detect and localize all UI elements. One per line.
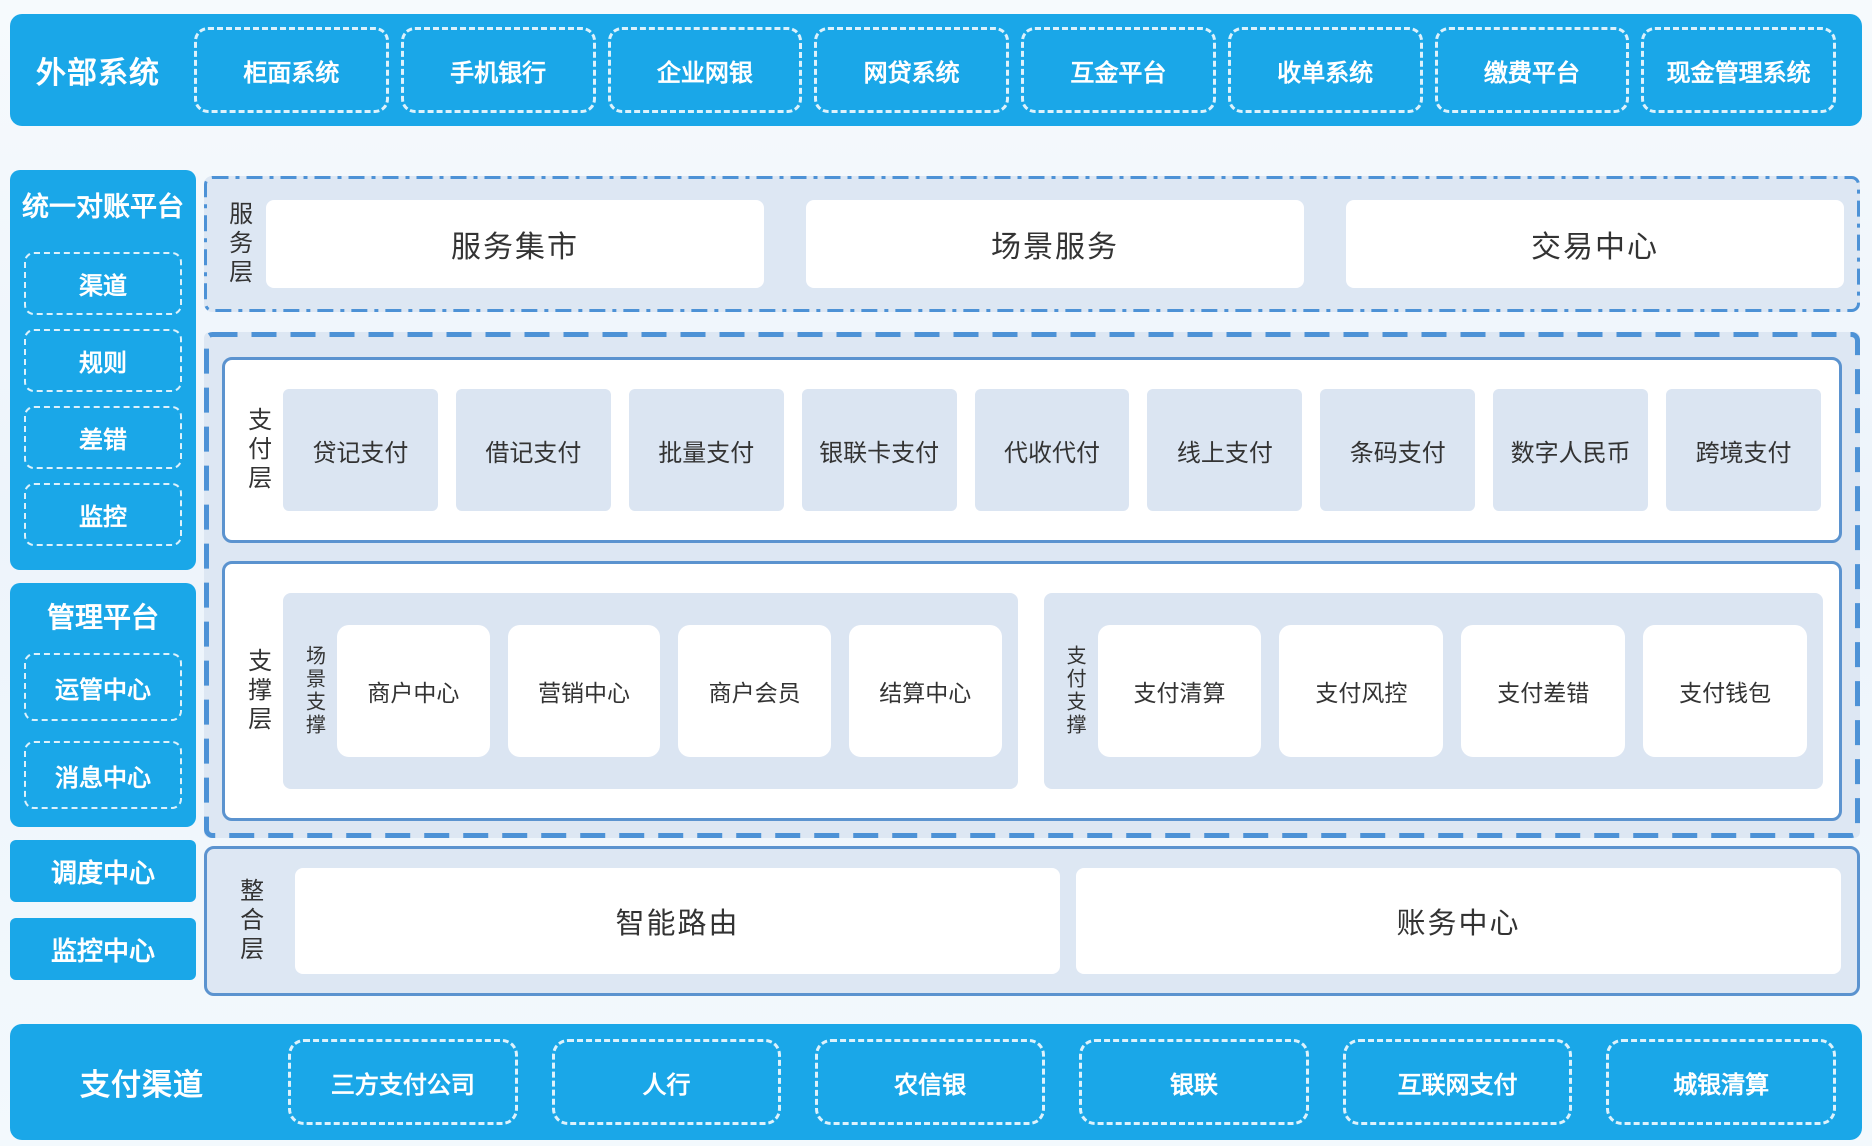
main-content: 服务层 服务集市场景服务交易中心 支付层 贷记支付借记支付批量支付银联卡支付代收… bbox=[204, 176, 1860, 996]
external-system-box: 现金管理系统 bbox=[1641, 27, 1836, 113]
external-systems-list: 柜面系统手机银行企业网银网贷系统互金平台收单系统缴费平台现金管理系统 bbox=[194, 27, 1836, 113]
external-system-box: 互金平台 bbox=[1021, 27, 1216, 113]
payment-channels-bar: 支付渠道 三方支付公司人行农信银银联互联网支付城银清算 bbox=[10, 1024, 1862, 1140]
scene-support-box: 营销中心 bbox=[508, 625, 661, 757]
service-box: 服务集市 bbox=[266, 200, 764, 288]
payment-channel-box: 互联网支付 bbox=[1343, 1039, 1573, 1125]
service-layer-items: 服务集市场景服务交易中心 bbox=[266, 200, 1844, 288]
external-system-box: 缴费平台 bbox=[1435, 27, 1630, 113]
support-layer-label: 支撑层 bbox=[239, 648, 275, 735]
dispatch-center-block: 调度中心 bbox=[10, 840, 196, 902]
payment-channel-box: 城银清算 bbox=[1606, 1039, 1836, 1125]
payment-layer-section: 支付层 贷记支付借记支付批量支付银联卡支付代收代付线上支付条码支付数字人民币跨境… bbox=[222, 357, 1842, 543]
reconciliation-platform-items: 渠道规则差错监控 bbox=[20, 252, 186, 546]
scene-support-items: 商户中心营销中心商户会员结算中心 bbox=[337, 625, 1002, 757]
reconciliation-item-box: 差错 bbox=[24, 406, 182, 469]
payment-box: 贷记支付 bbox=[283, 389, 438, 511]
management-platform-items: 运管中心消息中心 bbox=[20, 653, 186, 809]
payment-channel-box: 农信银 bbox=[815, 1039, 1045, 1125]
reconciliation-item-box: 监控 bbox=[24, 483, 182, 546]
payment-layer-label: 支付层 bbox=[239, 407, 275, 494]
management-item-box: 消息中心 bbox=[24, 741, 182, 809]
external-systems-title: 外部系统 bbox=[36, 48, 160, 92]
reconciliation-platform-block: 统一对账平台 渠道规则差错监控 bbox=[10, 170, 196, 570]
payment-box: 代收代付 bbox=[975, 389, 1130, 511]
payment-box: 数字人民币 bbox=[1493, 389, 1648, 511]
external-system-box: 柜面系统 bbox=[194, 27, 389, 113]
service-layer-section: 服务层 服务集市场景服务交易中心 bbox=[204, 176, 1860, 312]
payment-box: 批量支付 bbox=[629, 389, 784, 511]
external-system-box: 网贷系统 bbox=[814, 27, 1009, 113]
payment-support-box: 支付风控 bbox=[1279, 625, 1443, 757]
support-layer-section: 支撑层 场景支撑 商户中心营销中心商户会员结算中心 支付支撑 支付清算支付风控支… bbox=[222, 561, 1842, 821]
integration-box: 账务中心 bbox=[1076, 868, 1841, 974]
service-box: 场景服务 bbox=[806, 200, 1304, 288]
payment-support-box: 支付清算 bbox=[1098, 625, 1262, 757]
service-box: 交易中心 bbox=[1346, 200, 1844, 288]
scene-support-label: 场景支撑 bbox=[299, 645, 327, 737]
external-system-box: 收单系统 bbox=[1228, 27, 1423, 113]
payment-box: 线上支付 bbox=[1147, 389, 1302, 511]
external-system-box: 手机银行 bbox=[401, 27, 596, 113]
service-layer-label: 服务层 bbox=[218, 201, 258, 288]
reconciliation-item-box: 规则 bbox=[24, 329, 182, 392]
scene-support-box: 商户会员 bbox=[678, 625, 831, 757]
payment-layer-items: 贷记支付借记支付批量支付银联卡支付代收代付线上支付条码支付数字人民币跨境支付 bbox=[283, 389, 1821, 511]
integration-box: 智能路由 bbox=[295, 868, 1060, 974]
reconciliation-platform-title: 统一对账平台 bbox=[20, 188, 186, 226]
payment-channels-title: 支付渠道 bbox=[80, 1060, 204, 1104]
management-platform-title: 管理平台 bbox=[20, 599, 186, 637]
management-platform-block: 管理平台 运管中心消息中心 bbox=[10, 583, 196, 827]
payment-box: 银联卡支付 bbox=[802, 389, 957, 511]
monitor-center-block: 监控中心 bbox=[10, 918, 196, 980]
core-layers-container: 支付层 贷记支付借记支付批量支付银联卡支付代收代付线上支付条码支付数字人民币跨境… bbox=[204, 332, 1860, 838]
external-system-box: 企业网银 bbox=[608, 27, 803, 113]
payment-support-box: 支付差错 bbox=[1461, 625, 1625, 757]
reconciliation-item-box: 渠道 bbox=[24, 252, 182, 315]
payment-support-box: 支付钱包 bbox=[1643, 625, 1807, 757]
payment-channels-list: 三方支付公司人行农信银银联互联网支付城银清算 bbox=[288, 1039, 1836, 1125]
scene-support-box: 结算中心 bbox=[849, 625, 1002, 757]
payment-support-label: 支付支撑 bbox=[1060, 645, 1088, 737]
payment-box: 条码支付 bbox=[1320, 389, 1475, 511]
scene-support-panel: 场景支撑 商户中心营销中心商户会员结算中心 bbox=[283, 593, 1018, 789]
scene-support-box: 商户中心 bbox=[337, 625, 490, 757]
support-layer-groups: 场景支撑 商户中心营销中心商户会员结算中心 支付支撑 支付清算支付风控支付差错支… bbox=[283, 593, 1823, 789]
payment-channel-box: 银联 bbox=[1079, 1039, 1309, 1125]
payment-channel-box: 三方支付公司 bbox=[288, 1039, 518, 1125]
payment-box: 跨境支付 bbox=[1666, 389, 1821, 511]
payment-support-items: 支付清算支付风控支付差错支付钱包 bbox=[1098, 625, 1807, 757]
integration-layer-label: 整合层 bbox=[229, 878, 269, 965]
payment-channel-box: 人行 bbox=[552, 1039, 782, 1125]
payment-box: 借记支付 bbox=[456, 389, 611, 511]
payment-support-panel: 支付支撑 支付清算支付风控支付差错支付钱包 bbox=[1044, 593, 1823, 789]
left-sidebar: 统一对账平台 渠道规则差错监控 管理平台 运管中心消息中心 调度中心 监控中心 bbox=[10, 170, 196, 980]
external-systems-bar: 外部系统 柜面系统手机银行企业网银网贷系统互金平台收单系统缴费平台现金管理系统 bbox=[10, 14, 1862, 126]
management-item-box: 运管中心 bbox=[24, 653, 182, 721]
integration-layer-items: 智能路由账务中心 bbox=[295, 868, 1841, 974]
integration-layer-section: 整合层 智能路由账务中心 bbox=[204, 846, 1860, 996]
